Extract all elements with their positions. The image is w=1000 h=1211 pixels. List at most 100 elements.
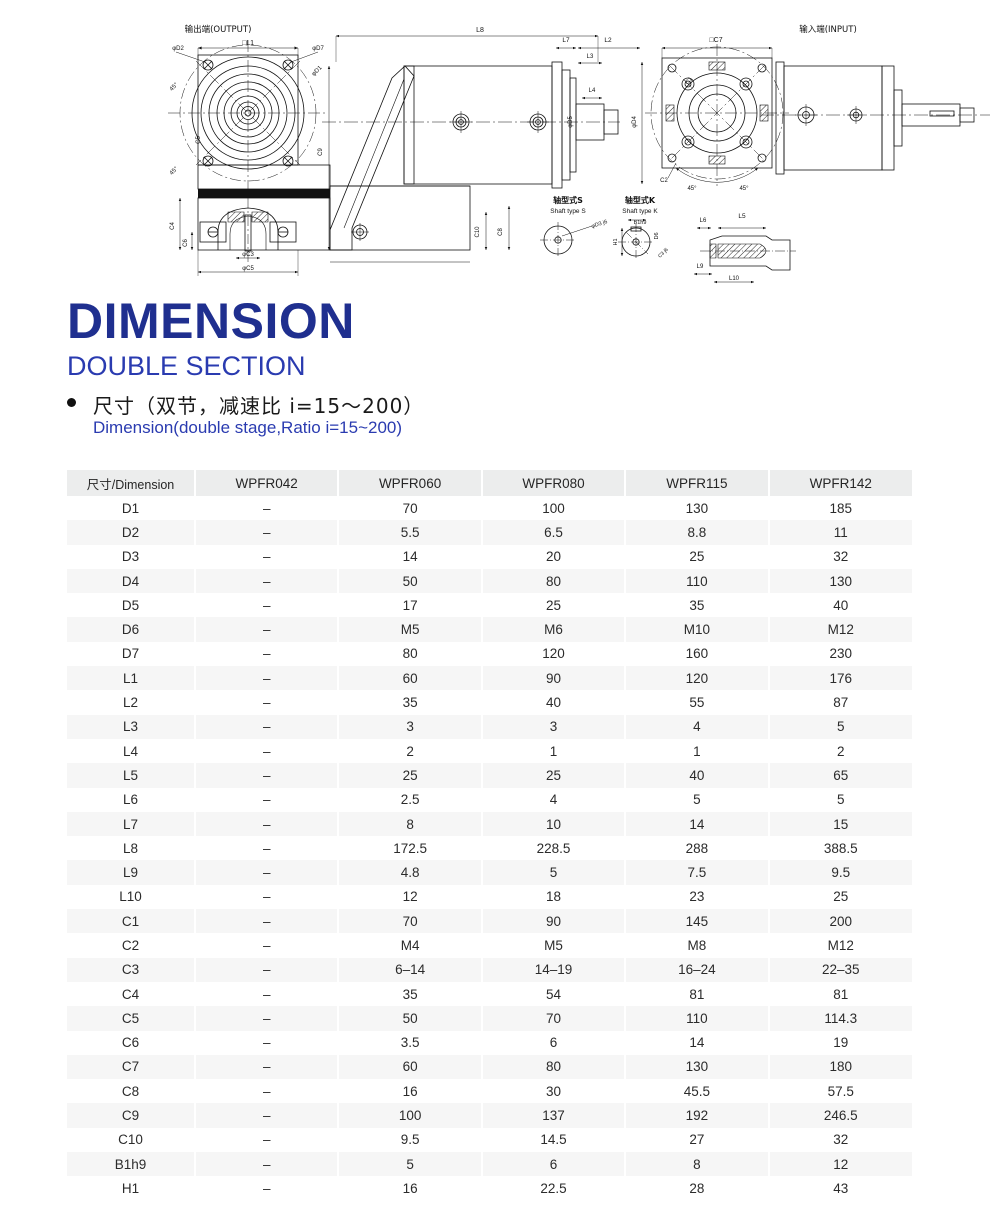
column-header-dimension: 尺寸/Dimension <box>67 470 195 496</box>
cell-value: 43 <box>767 1176 912 1201</box>
cell-value: – <box>193 714 339 739</box>
svg-text:L2: L2 <box>604 37 612 44</box>
cell-value: 120 <box>480 641 626 667</box>
cell-value: 25 <box>480 763 626 788</box>
cell-value: 14 <box>624 811 769 837</box>
row-label: C5 <box>67 1006 195 1031</box>
row-label: C2 <box>67 933 195 958</box>
cell-value: M6 <box>480 617 626 642</box>
cell-value: 2 <box>337 738 482 764</box>
cell-value: 172.5 <box>337 836 482 861</box>
svg-text:45°: 45° <box>169 82 180 93</box>
svg-text:L9: L9 <box>697 264 704 270</box>
cell-value: 130 <box>624 1054 769 1080</box>
cell-value: 81 <box>767 981 912 1007</box>
page-title: DIMENSION <box>67 293 355 349</box>
cell-value: 16 <box>337 1176 482 1201</box>
svg-text:轴型式K: 轴型式K <box>625 195 656 205</box>
cell-value: 6–14 <box>337 957 482 982</box>
cell-value: 110 <box>624 1006 769 1031</box>
cell-value: – <box>193 1006 339 1031</box>
column-header-wpfr042: WPFR042 <box>193 470 339 496</box>
cell-value: 11 <box>767 520 912 545</box>
cell-value: 100 <box>337 1103 482 1128</box>
cell-value: 192 <box>624 1103 769 1128</box>
cell-value: 22–35 <box>767 957 912 982</box>
cell-value: 90 <box>480 666 626 691</box>
cell-value: 15 <box>767 811 912 837</box>
cell-value: 25 <box>480 593 626 618</box>
cell-value: 114.3 <box>767 1006 912 1031</box>
cell-value: 60 <box>337 1054 482 1080</box>
cell-value: 80 <box>480 568 626 594</box>
cell-value: 160 <box>624 641 769 667</box>
cell-value: – <box>193 520 339 545</box>
cell-value: 4.8 <box>337 860 482 885</box>
cell-value: 3 <box>480 714 626 739</box>
cell-value: – <box>193 496 339 521</box>
cell-value: 25 <box>767 884 912 910</box>
cell-value: 45.5 <box>624 1079 769 1104</box>
row-label: L2 <box>67 690 195 715</box>
svg-text:45°: 45° <box>687 186 697 192</box>
cell-value: – <box>193 836 339 861</box>
technical-drawing: 输出端(OUTPUT) □L1 φD2 <box>0 0 1000 288</box>
svg-text:φD1: φD1 <box>311 65 324 78</box>
svg-text:L8: L8 <box>476 27 484 34</box>
svg-text:C5: C5 <box>196 136 202 144</box>
cell-value: 14 <box>624 1030 769 1055</box>
row-label: L9 <box>67 860 195 885</box>
cell-value: 16–24 <box>624 957 769 982</box>
cell-value: 10 <box>480 811 626 837</box>
section-heading-cn: 尺寸（双节，减速比 i=15～200） <box>93 394 425 418</box>
row-label: D4 <box>67 568 195 594</box>
cell-value: 388.5 <box>767 836 912 861</box>
cell-value: 9.5 <box>767 860 912 885</box>
cell-value: 50 <box>337 1006 482 1031</box>
cell-value: – <box>193 787 339 812</box>
cell-value: 70 <box>480 1006 626 1031</box>
row-label: C9 <box>67 1103 195 1128</box>
cell-value: 4 <box>480 787 626 812</box>
cell-value: M5 <box>480 933 626 958</box>
cell-value: 32 <box>767 544 912 569</box>
row-label: L3 <box>67 714 195 739</box>
svg-text:φD2: φD2 <box>172 46 184 52</box>
svg-text:C6: C6 <box>183 239 189 247</box>
cell-value: 5.5 <box>337 520 482 545</box>
cell-value: – <box>193 1103 339 1128</box>
cell-value: 6 <box>480 1030 626 1055</box>
row-label: D7 <box>67 641 195 667</box>
svg-text:φD5: φD5 <box>568 116 574 128</box>
cell-value: – <box>193 568 339 594</box>
cell-value: 14.5 <box>480 1127 626 1153</box>
svg-text:H1: H1 <box>613 238 619 245</box>
cell-value: 87 <box>767 690 912 715</box>
cell-value: – <box>193 544 339 569</box>
cell-value: – <box>193 641 339 667</box>
svg-text:L3: L3 <box>587 54 594 60</box>
cell-value: 1 <box>624 738 769 764</box>
cell-value: – <box>193 1127 339 1153</box>
cell-value: 3.5 <box>337 1030 482 1055</box>
column-header-wpfr142: WPFR142 <box>767 470 912 496</box>
cell-value: 54 <box>480 981 626 1007</box>
svg-text:L10: L10 <box>729 276 740 282</box>
cell-value: 5 <box>767 714 912 739</box>
cell-value: 57.5 <box>767 1079 912 1104</box>
cell-value: – <box>193 690 339 715</box>
